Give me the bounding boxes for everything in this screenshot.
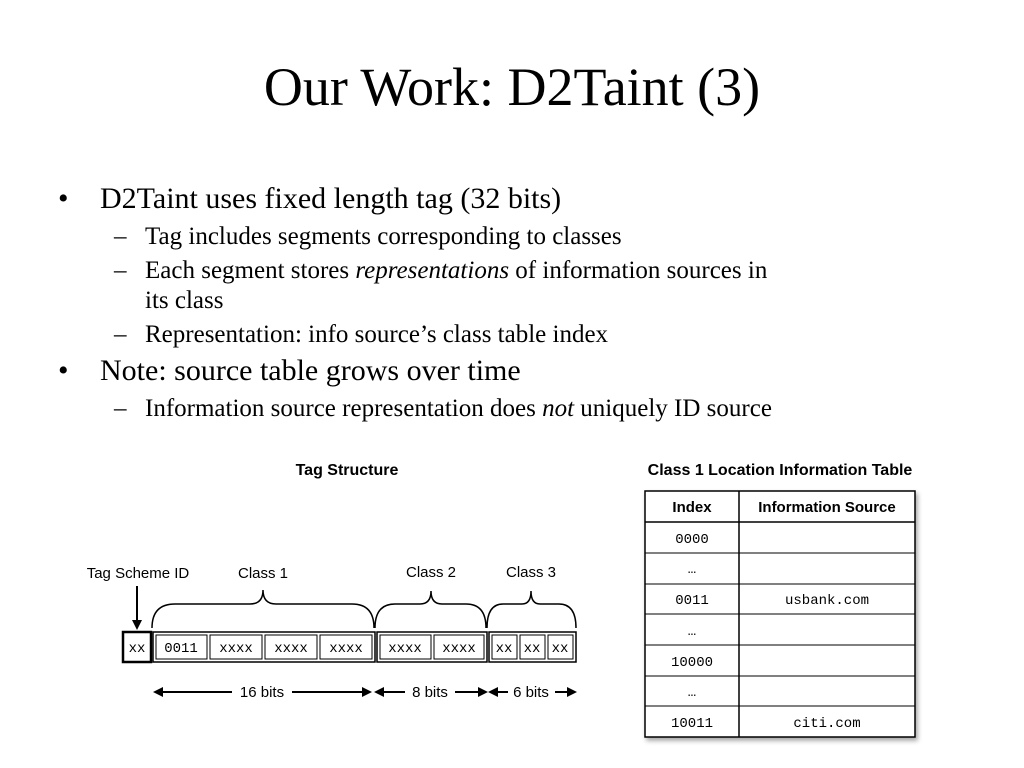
bullet-item: • Note: source table grows over time [58, 352, 958, 390]
class-2-cell [379, 634, 432, 660]
bullet-text: Note: source table grows over time [100, 354, 521, 387]
table-cell-index: 10000 [671, 655, 713, 671]
table-cell-index: … [688, 624, 696, 640]
sub-bullet-text: Representation: info source’s class tabl… [145, 321, 609, 348]
bullet-dot: • [58, 354, 69, 387]
class-3-cell [491, 634, 518, 660]
class-3-label: Class 3 [506, 564, 556, 581]
sub-bullet-dash: – [114, 395, 127, 422]
class-3-cell [547, 634, 574, 660]
sub-bullet-dash: – [114, 223, 127, 250]
bits-6-label: 6 bits [513, 684, 549, 701]
scheme-cell-text: xx [129, 641, 146, 657]
sub-bullet-text: Tag includes segments corresponding to c… [145, 223, 622, 250]
class-2-brace [374, 590, 487, 629]
location-table-title: Class 1 Location Information Table [648, 462, 913, 479]
class-2-cell-text: xxxx [388, 641, 422, 657]
bits-8-label: 8 bits [412, 684, 448, 701]
class-1-label: Class 1 [238, 565, 288, 582]
class-1-cell-text: 0011 [164, 641, 198, 657]
class-3-cell [519, 634, 546, 660]
scheme-cell [121, 630, 153, 664]
class-3-cell-text: xx [524, 641, 541, 657]
bullet-dot: • [58, 182, 69, 215]
sub-bullet-emphasis: not [542, 395, 575, 422]
class-2-label: Class 2 [406, 564, 456, 581]
table-cell-index: 0011 [675, 593, 709, 609]
table-cell-source: usbank.com [785, 593, 869, 609]
sub-bullet-item: – Representation: info source’s class ta… [58, 320, 958, 350]
class-2-cell [433, 634, 485, 660]
sub-bullet-item: – Each segment stores representations of… [58, 256, 958, 316]
class-1-cell-text: xxxx [329, 641, 363, 657]
sub-bullet-item: – Information source representation does… [58, 394, 958, 424]
bullet-item: • D2Taint uses fixed length tag (32 bits… [58, 180, 958, 218]
table-cell-index: 10011 [671, 716, 713, 732]
class-1-cell-text: xxxx [274, 641, 308, 657]
sub-bullet-dash: – [114, 321, 127, 348]
class-3-brace [486, 590, 577, 629]
class-1-cell [155, 634, 208, 660]
bullet-text: D2Taint uses fixed length tag (32 bits) [100, 182, 562, 215]
sub-bullet-continuation: its class [145, 287, 224, 314]
sub-bullet-dash: – [114, 257, 127, 284]
class-1-brace [151, 589, 375, 629]
table-cell-index: 0000 [675, 532, 709, 548]
tag-structure-title: Tag Structure [296, 462, 399, 479]
table-cell-index: … [688, 685, 696, 701]
class-1-cell [209, 634, 263, 660]
class-2-cell-text: xxxx [442, 641, 476, 657]
sub-bullet-emphasis: representations [355, 257, 510, 284]
table-cell-index: … [688, 562, 696, 578]
sub-bullet-text: Each segment stores [145, 257, 356, 284]
tag-scheme-id-label: Tag Scheme ID [87, 565, 190, 582]
table-header-index: Index [672, 499, 712, 516]
sub-bullet-text: uniquely ID source [574, 395, 772, 422]
bits-16-label: 16 bits [240, 684, 284, 701]
class-3-cell-text: xx [552, 641, 569, 657]
sub-bullet-item: – Tag includes segments corresponding to… [58, 222, 958, 252]
class-1-cell-text: xxxx [219, 641, 253, 657]
bullet-list: • D2Taint uses fixed length tag (32 bits… [58, 180, 958, 424]
class-3-cell-text: xx [496, 641, 513, 657]
sub-bullet-text: of information sources in [509, 257, 768, 284]
table-header-source: Information Source [758, 499, 896, 516]
class-1-cell [264, 634, 318, 660]
table-cell-source: citi.com [793, 716, 860, 732]
class-1-cell [319, 634, 373, 660]
slide-title: Our Work: D2Taint (3) [263, 57, 761, 117]
sub-bullet-text: Information source representation does [145, 395, 543, 422]
